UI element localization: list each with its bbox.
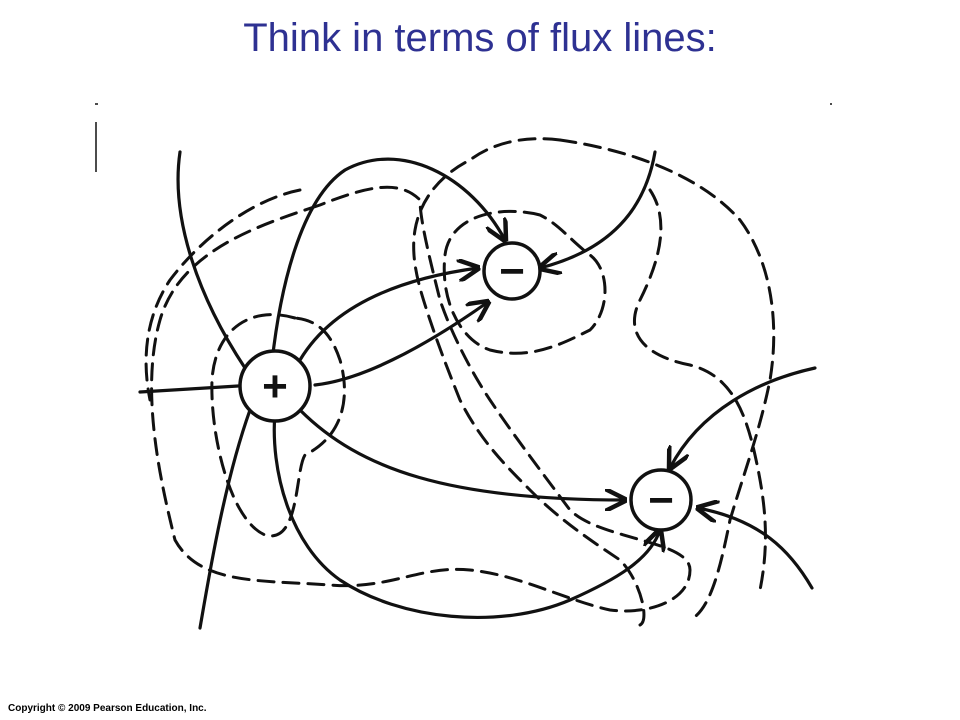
equipotential-line-plus-outer xyxy=(150,185,692,613)
field-line-into-upper-minus-right xyxy=(540,150,657,268)
field-line-plus-to-upper-minus-left xyxy=(298,268,478,362)
equipotential-line-middle-right xyxy=(633,188,767,592)
charge-positive-sign: + xyxy=(262,362,288,411)
field-line-plus-to-lower-minus-middle xyxy=(298,408,625,500)
field-line-left-horizontal xyxy=(138,384,240,394)
field-line-into-lower-minus-right-bottom xyxy=(698,508,814,590)
field-line-left-bottom xyxy=(198,408,252,630)
charge-negative-upper-sign: − xyxy=(499,247,525,296)
charge-negative-upper: − xyxy=(482,241,542,301)
field-line-left-top xyxy=(176,150,247,370)
charge-negative-lower: − xyxy=(629,468,693,532)
field-line-plus-to-upper-minus-top xyxy=(270,157,505,364)
equipotential-line-left-arc xyxy=(144,188,302,402)
field-line-into-lower-minus-right-top xyxy=(670,366,817,468)
equipotential-line-minus-upper-inner xyxy=(442,209,607,355)
charge-positive: + xyxy=(238,349,312,423)
equipotential-line-plus-inner xyxy=(210,313,346,538)
charge-negative-lower-sign: − xyxy=(648,476,674,525)
equipotential-line-upper-large xyxy=(412,137,646,627)
slide-title: Think in terms of flux lines: xyxy=(243,16,717,60)
scan-marks xyxy=(95,103,832,172)
field-line-plus-to-lower-minus-bottom xyxy=(272,410,660,620)
copyright-notice: Copyright © 2009 Pearson Education, Inc. xyxy=(8,703,207,714)
field-line-plus-to-upper-minus-lower xyxy=(313,302,488,387)
equipotential-line-outer-right xyxy=(558,138,776,622)
